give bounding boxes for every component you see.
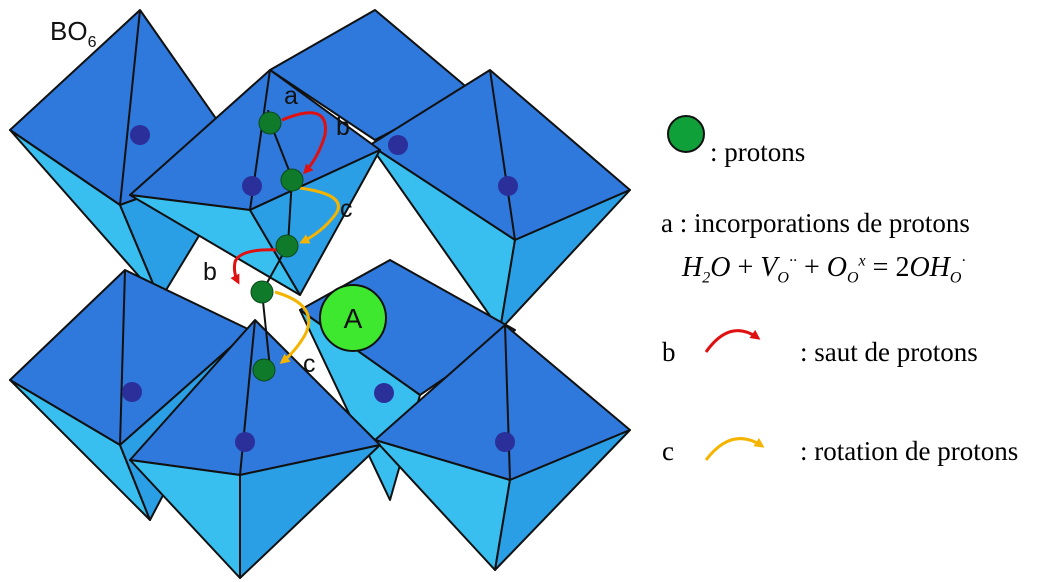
step-b-label: b (203, 258, 217, 286)
rotation-arrow (274, 290, 311, 364)
hop-arrow (230, 248, 281, 285)
b-site-dot (122, 382, 142, 402)
legend-rotation-letter: c (662, 436, 674, 466)
proton (258, 111, 282, 135)
b-site-dot (130, 125, 150, 145)
legend-incorporation: a : incorporations de protons (661, 208, 970, 238)
octahedron-label: BO6 (50, 16, 97, 51)
a-cation: A (319, 284, 387, 352)
proton (252, 358, 276, 382)
step-b-label: b (336, 113, 350, 141)
rotation-arrow (299, 186, 340, 244)
b-site-dot (242, 176, 262, 196)
legend-rotation-text: : rotation de protons (800, 436, 1019, 466)
hop-arrow (281, 111, 327, 175)
a-cation-label: A (344, 303, 363, 334)
b-site-dot (498, 176, 518, 196)
b-site-dot (495, 432, 515, 452)
octahedron-bottom-right (374, 324, 631, 571)
proton-legend-icon (667, 115, 705, 153)
hop-arrow-legend-icon (704, 329, 761, 353)
step-c-label: c (340, 195, 353, 223)
octahedron-back-top-right (369, 69, 631, 331)
legend-saut-letter: b (662, 337, 676, 367)
legend-saut-text: : saut de protons (800, 337, 978, 367)
proton (280, 168, 304, 192)
b-site-dot (388, 135, 408, 155)
step-a-label: a (284, 82, 298, 110)
rotation-arrow-legend-icon (704, 437, 765, 461)
incorporation-equation: H2O + VO·· + OOx = 2OHO· (682, 252, 966, 287)
octahedron-bottom-center (129, 319, 381, 579)
step-c-label: c (303, 350, 316, 378)
b-site-dot (235, 432, 255, 452)
proton (275, 234, 299, 258)
b-site-dot (374, 383, 394, 403)
legend-protons: : protons (710, 137, 806, 167)
octahedron-top-center (129, 69, 381, 296)
proton (250, 280, 274, 304)
